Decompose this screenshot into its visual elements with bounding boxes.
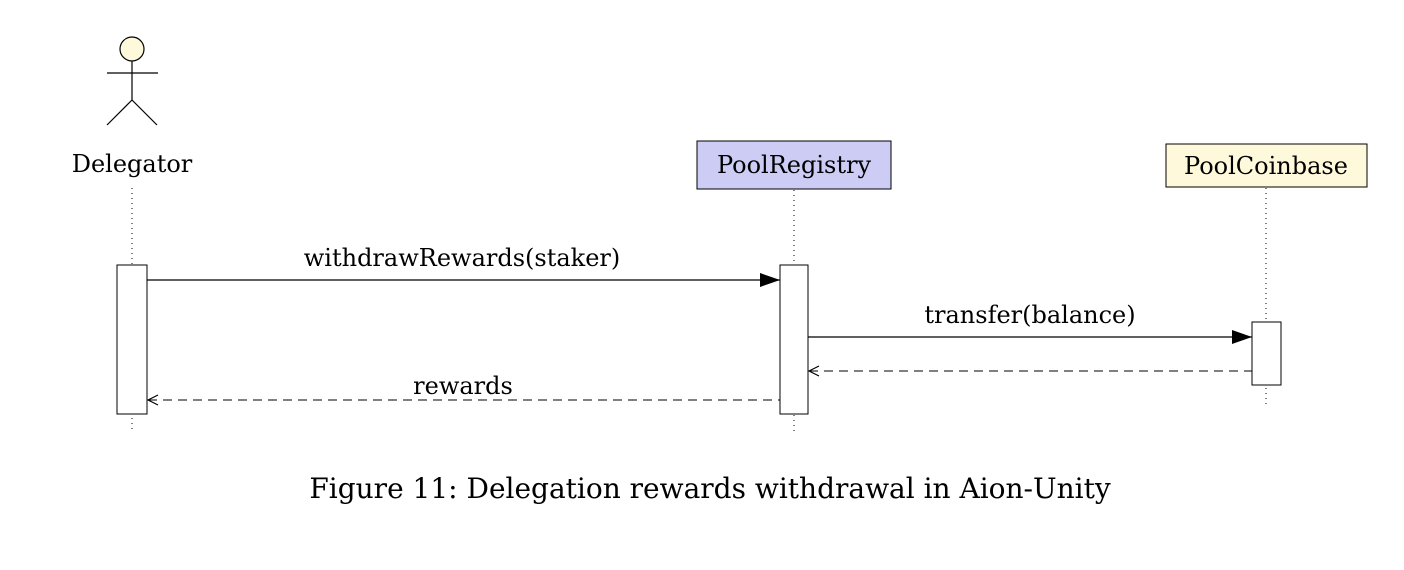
rewards-message-label: rewards xyxy=(413,372,513,400)
pool-registry-participant: PoolRegistry xyxy=(696,140,892,190)
actor-right-leg xyxy=(131,99,158,126)
pool-coinbase-participant: PoolCoinbase xyxy=(1165,143,1368,188)
figure-caption: Figure 11: Delegation rewards withdrawal… xyxy=(309,472,1110,505)
delegator-label: Delegator xyxy=(72,150,193,178)
delegator-activation xyxy=(116,264,148,415)
pool-registry-box xyxy=(696,140,892,190)
delegator-actor xyxy=(106,36,158,126)
transfer-message-label: transfer(balance) xyxy=(924,301,1135,329)
pool-coinbase-label: PoolCoinbase xyxy=(1184,152,1348,180)
actor-left-leg xyxy=(106,99,133,126)
withdraw-message-label: withdrawRewards(staker) xyxy=(304,244,621,272)
pool-coinbase-activation xyxy=(1251,321,1282,386)
pool-coinbase-box xyxy=(1165,143,1368,188)
pool-registry-label: PoolRegistry xyxy=(717,151,871,179)
actor-head xyxy=(119,36,145,62)
pool-registry-activation xyxy=(779,264,809,415)
